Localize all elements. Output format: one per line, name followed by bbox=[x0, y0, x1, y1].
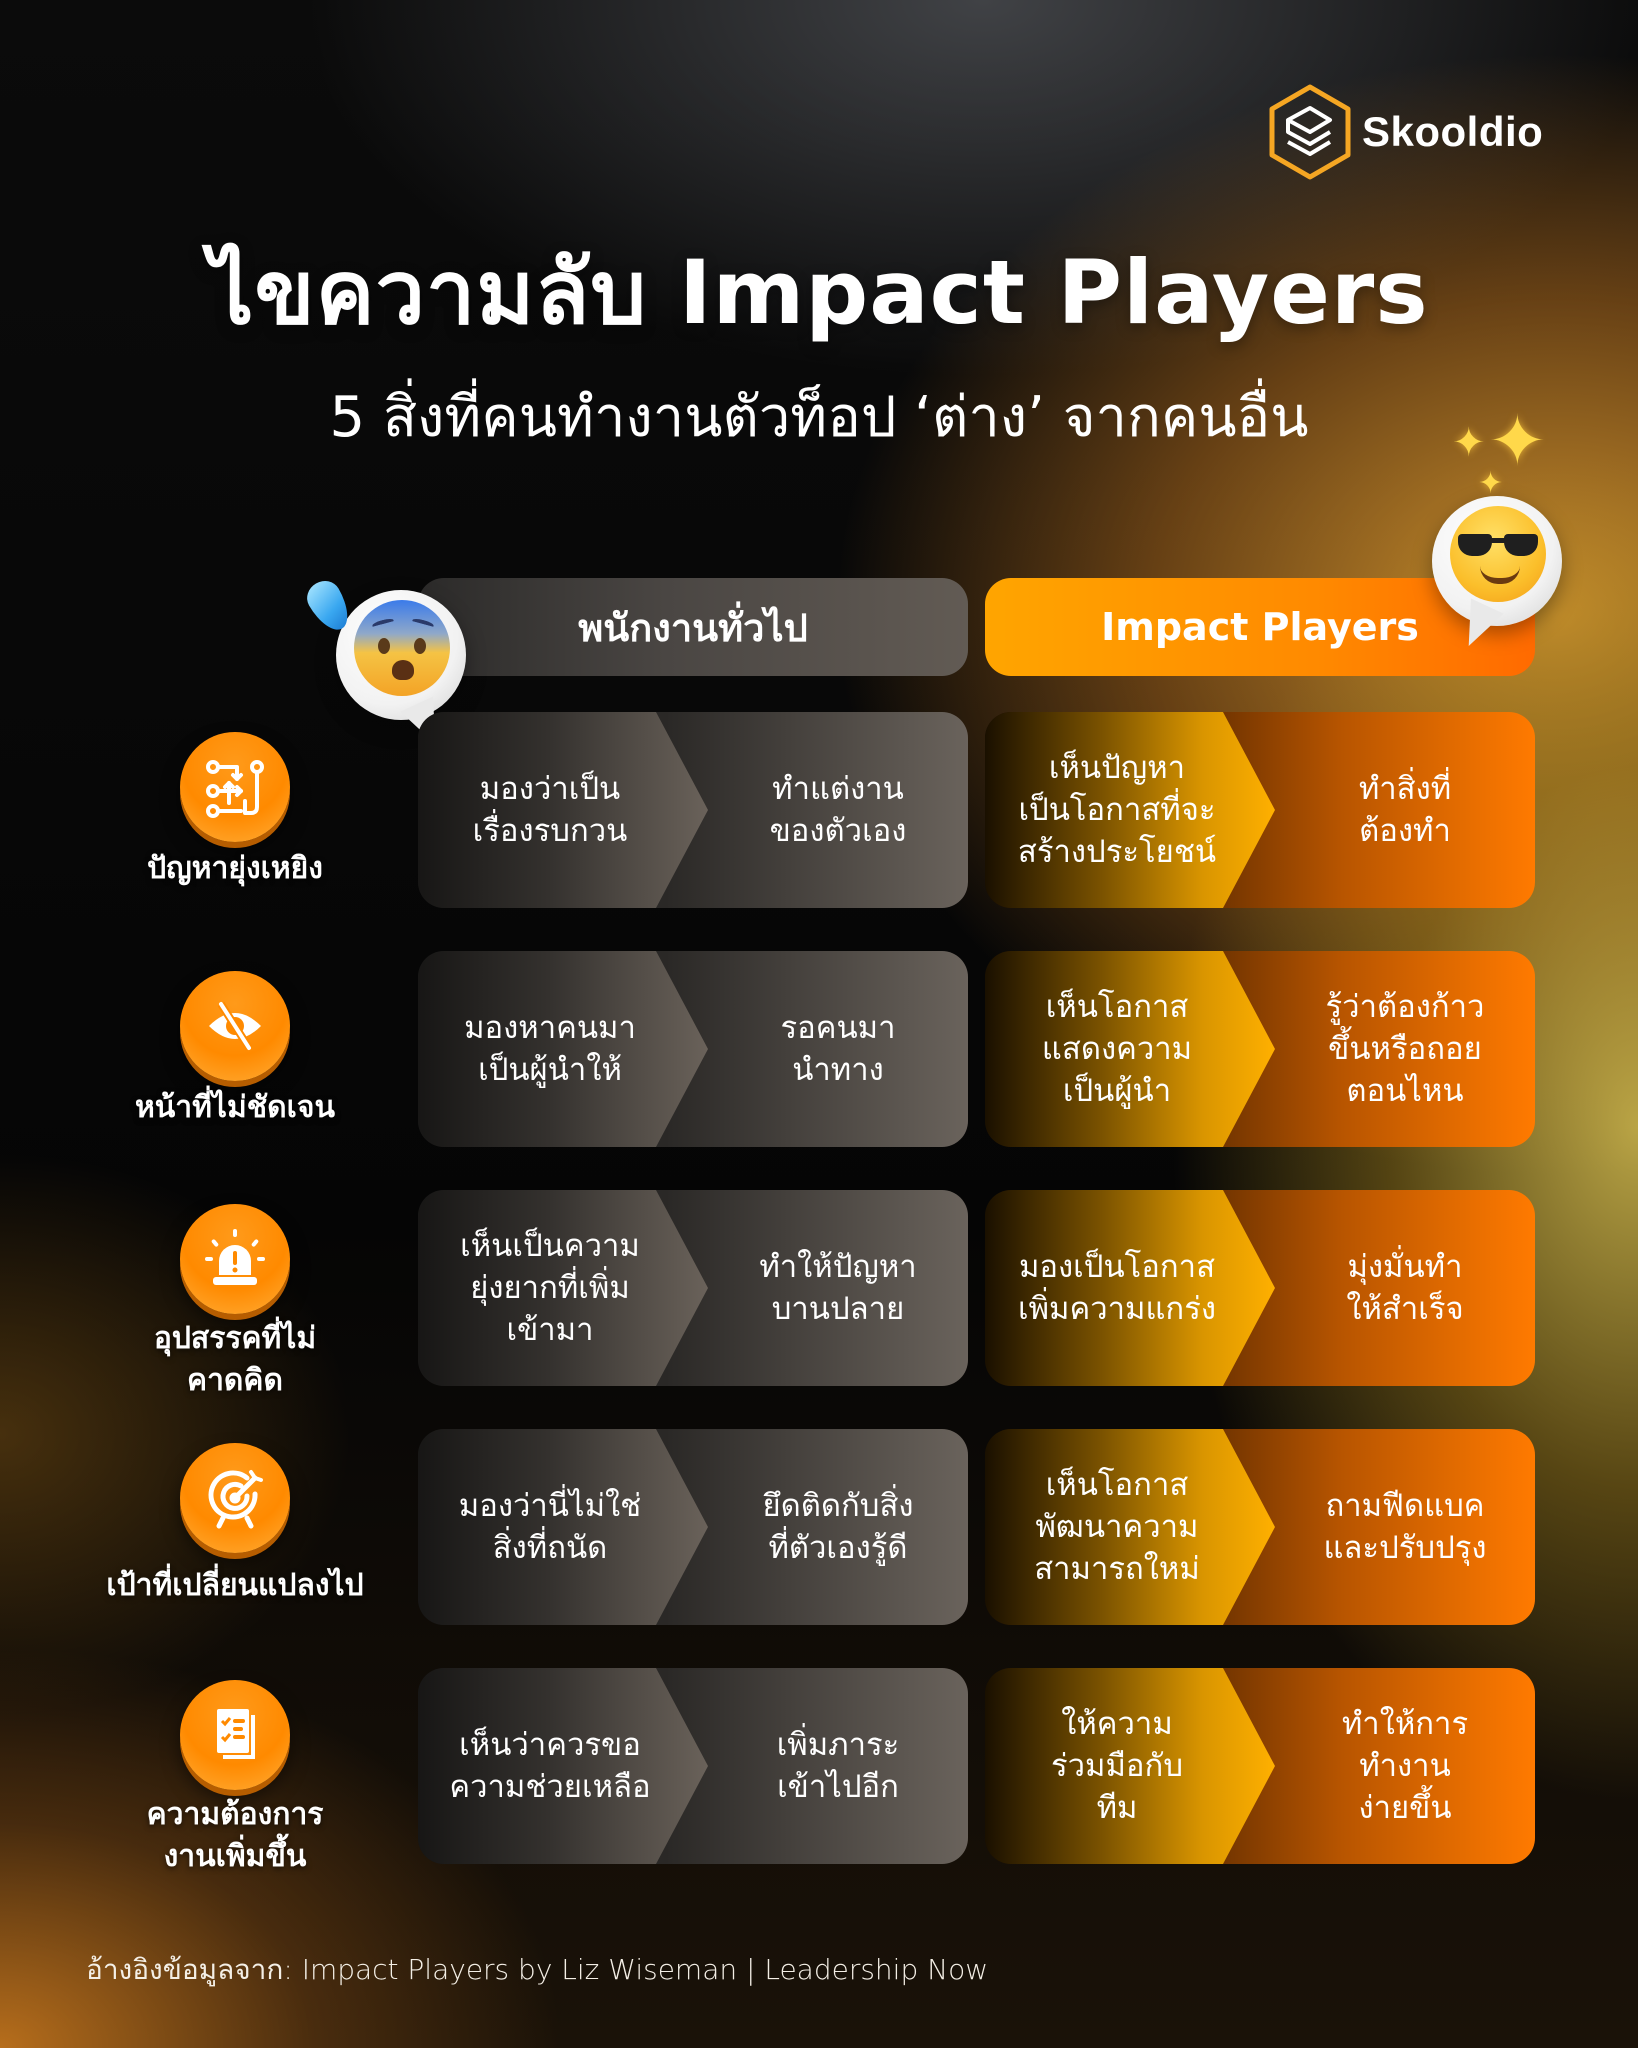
normal-view: มองหาคนมา เป็นผู้นำให้ bbox=[464, 1010, 636, 1088]
category: เป้าที่เปลี่ยนแปลงไป bbox=[90, 1429, 380, 1625]
column-header-normal-label: พนักงานทั่วไป bbox=[578, 605, 808, 650]
category-label: ปัญหายุ่งเหยิง bbox=[147, 851, 323, 886]
normal-view: มองว่านี่ไม่ใช่ สิ่งที่ถนัด bbox=[458, 1488, 642, 1566]
page-title: ไขความลับ Impact Players bbox=[209, 241, 1429, 344]
normal-response: เห็นว่าควรขอ ความช่วยเหลือ เพิ่มภาระ เข้… bbox=[418, 1668, 968, 1864]
normal-action: ยึดติดกับสิ่ง ที่ตัวเองรู้ดี bbox=[762, 1488, 914, 1566]
impact-action: รู้ว่าต้องก้าว ขึ้นหรือถอย ตอนไหน bbox=[1325, 989, 1485, 1109]
brand-name: Skooldio bbox=[1362, 108, 1544, 155]
category-label: ความต้องการ งานเพิ่มขึ้น bbox=[146, 1797, 324, 1874]
impact-action: ทำให้การ ทำงาน ง่ายขึ้น bbox=[1341, 1706, 1469, 1826]
column-header-impact-label: Impact Players bbox=[1101, 605, 1419, 649]
impact-view: เห็นโอกาส พัฒนาความ สามารถใหม่ bbox=[1034, 1467, 1200, 1587]
target-arrow-icon bbox=[180, 1443, 290, 1553]
normal-action: เพิ่มภาระ เข้าไปอีก bbox=[776, 1727, 900, 1805]
normal-response: มองหาคนมา เป็นผู้นำให้ รอคนมา นำทาง bbox=[418, 951, 968, 1147]
comparison-row: ความต้องการ งานเพิ่มขึ้น เห็นว่าควรขอ คว… bbox=[0, 1668, 1638, 1874]
page-subtitle: 5 สิ่งที่คนทำงานตัวท็อป ‘ต่าง’ จากคนอื่น bbox=[329, 385, 1309, 450]
normal-action: ทำให้ปัญหา บานปลาย bbox=[759, 1249, 917, 1327]
impact-response: มองเป็นโอกาส เพิ่มความแกร่ง มุ่งมั่นทำ ใ… bbox=[985, 1190, 1535, 1386]
eye-off-icon bbox=[180, 971, 290, 1081]
skooldio-hexagon-icon bbox=[1269, 84, 1351, 180]
impact-action: มุ่งมั่นทำ ให้สำเร็จ bbox=[1346, 1249, 1464, 1327]
speech-bubble-cool bbox=[1432, 496, 1562, 626]
sparkle-icon: ✦ bbox=[1452, 420, 1486, 466]
impact-response: ให้ความ ร่วมมือกับ ทีม ทำให้การ ทำงาน ง่… bbox=[985, 1668, 1535, 1864]
workflow-arrows-icon bbox=[180, 732, 290, 842]
impact-view: เห็นโอกาส แสดงความ เป็นผู้นำ bbox=[1041, 989, 1193, 1109]
normal-response: เห็นเป็นความ ยุ่งยากที่เพิ่ม เข้ามา ทำให… bbox=[418, 1190, 968, 1386]
impact-response: เห็นโอกาส แสดงความ เป็นผู้นำ รู้ว่าต้องก… bbox=[985, 951, 1535, 1147]
category: ความต้องการ งานเพิ่มขึ้น bbox=[90, 1668, 380, 1874]
source-citation: อ้างอิงข้อมูลจาก: Impact Players by Liz … bbox=[86, 1953, 989, 1986]
anxious-face-icon bbox=[354, 600, 450, 696]
normal-view: เห็นว่าควรขอ ความช่วยเหลือ bbox=[449, 1727, 651, 1805]
normal-action: รอคนมา นำทาง bbox=[780, 1010, 896, 1088]
impact-action: ทำสิ่งที่ ต้องทำ bbox=[1358, 771, 1452, 849]
comparison-row: หน้าที่ไม่ชัดเจน มองหาคนมา เป็นผู้นำให้ … bbox=[0, 951, 1638, 1147]
comparison-row: ปัญหายุ่งเหยิง มองว่าเป็น เรื่องรบกวน ทำ… bbox=[0, 712, 1638, 908]
column-header-normal: พนักงานทั่วไป bbox=[418, 578, 968, 676]
category-label: อุปสรรคที่ไม่ คาดคิด bbox=[153, 1321, 317, 1398]
sparkle-icon: ✦ bbox=[1488, 400, 1547, 482]
checklist-icon bbox=[180, 1680, 290, 1790]
category: หน้าที่ไม่ชัดเจน bbox=[90, 951, 380, 1147]
impact-response: เห็นปัญหา เป็นโอกาสที่จะ สร้างประโยชน์ ท… bbox=[985, 712, 1535, 908]
normal-view: เห็นเป็นความ ยุ่งยากที่เพิ่ม เข้ามา bbox=[460, 1228, 640, 1348]
impact-view: ให้ความ ร่วมมือกับ ทีม bbox=[1051, 1706, 1183, 1826]
sunglasses-face-icon bbox=[1450, 506, 1546, 602]
impact-view: เห็นปัญหา เป็นโอกาสที่จะ สร้างประโยชน์ bbox=[1017, 750, 1217, 870]
sparkle-icon: ✦ bbox=[1478, 466, 1504, 501]
impact-response: เห็นโอกาส พัฒนาความ สามารถใหม่ ถามฟีดแบค… bbox=[985, 1429, 1535, 1625]
category: ปัญหายุ่งเหยิง bbox=[90, 712, 380, 908]
speech-bubble-worried bbox=[336, 590, 466, 720]
comparison-row: อุปสรรคที่ไม่ คาดคิด เห็นเป็นความ ยุ่งยา… bbox=[0, 1190, 1638, 1398]
category-label: เป้าที่เปลี่ยนแปลงไป bbox=[106, 1568, 364, 1603]
impact-action: ถามฟีดแบค และปรับปรุง bbox=[1323, 1488, 1487, 1566]
normal-action: ทำแต่งาน ของตัวเอง bbox=[769, 771, 907, 849]
category-label: หน้าที่ไม่ชัดเจน bbox=[135, 1090, 335, 1125]
brand-logo: Skooldio bbox=[1268, 84, 1543, 180]
impact-view: มองเป็นโอกาส เพิ่มความแกร่ง bbox=[1018, 1249, 1216, 1327]
alarm-siren-icon bbox=[180, 1204, 290, 1314]
comparison-row: เป้าที่เปลี่ยนแปลงไป มองว่านี่ไม่ใช่ สิ่… bbox=[0, 1429, 1638, 1625]
category: อุปสรรคที่ไม่ คาดคิด bbox=[90, 1190, 380, 1398]
normal-response: มองว่าเป็น เรื่องรบกวน ทำแต่งาน ของตัวเอ… bbox=[418, 712, 968, 908]
normal-view: มองว่าเป็น เรื่องรบกวน bbox=[472, 771, 628, 849]
normal-response: มองว่านี่ไม่ใช่ สิ่งที่ถนัด ยึดติดกับสิ่… bbox=[418, 1429, 968, 1625]
